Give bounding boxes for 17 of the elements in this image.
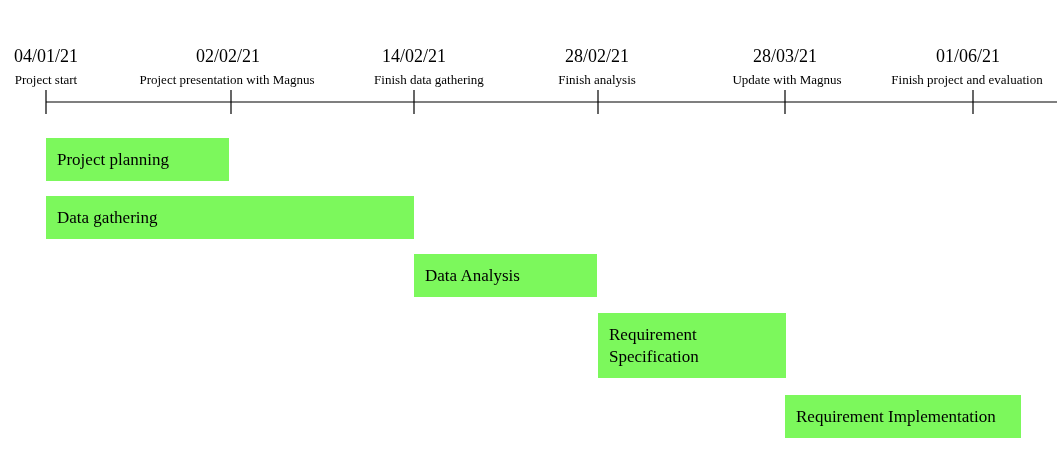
task-bar: Data Analysis bbox=[414, 254, 597, 297]
milestone-label: Project presentation with Magnus bbox=[139, 73, 315, 86]
milestone-label: Update with Magnus bbox=[732, 73, 842, 86]
milestone-label: Finish analysis bbox=[558, 73, 636, 86]
task-bar: Project planning bbox=[46, 138, 229, 181]
milestone-date: 02/02/21 bbox=[196, 47, 260, 65]
task-bar: Requirement Specification bbox=[598, 313, 786, 378]
milestone-label: Finish project and evaluation bbox=[891, 73, 1043, 86]
milestone-date: 28/03/21 bbox=[753, 47, 817, 65]
milestone-date: 01/06/21 bbox=[936, 47, 1000, 65]
milestone-date: 28/02/21 bbox=[565, 47, 629, 65]
milestone-label: Project start bbox=[14, 73, 78, 86]
milestone-label: Finish data gathering bbox=[374, 73, 484, 86]
milestone-date: 04/01/21 bbox=[14, 47, 78, 65]
task-bar: Requirement Implementation bbox=[785, 395, 1021, 438]
task-bar: Data gathering bbox=[46, 196, 414, 239]
milestone-date: 14/02/21 bbox=[382, 47, 446, 65]
